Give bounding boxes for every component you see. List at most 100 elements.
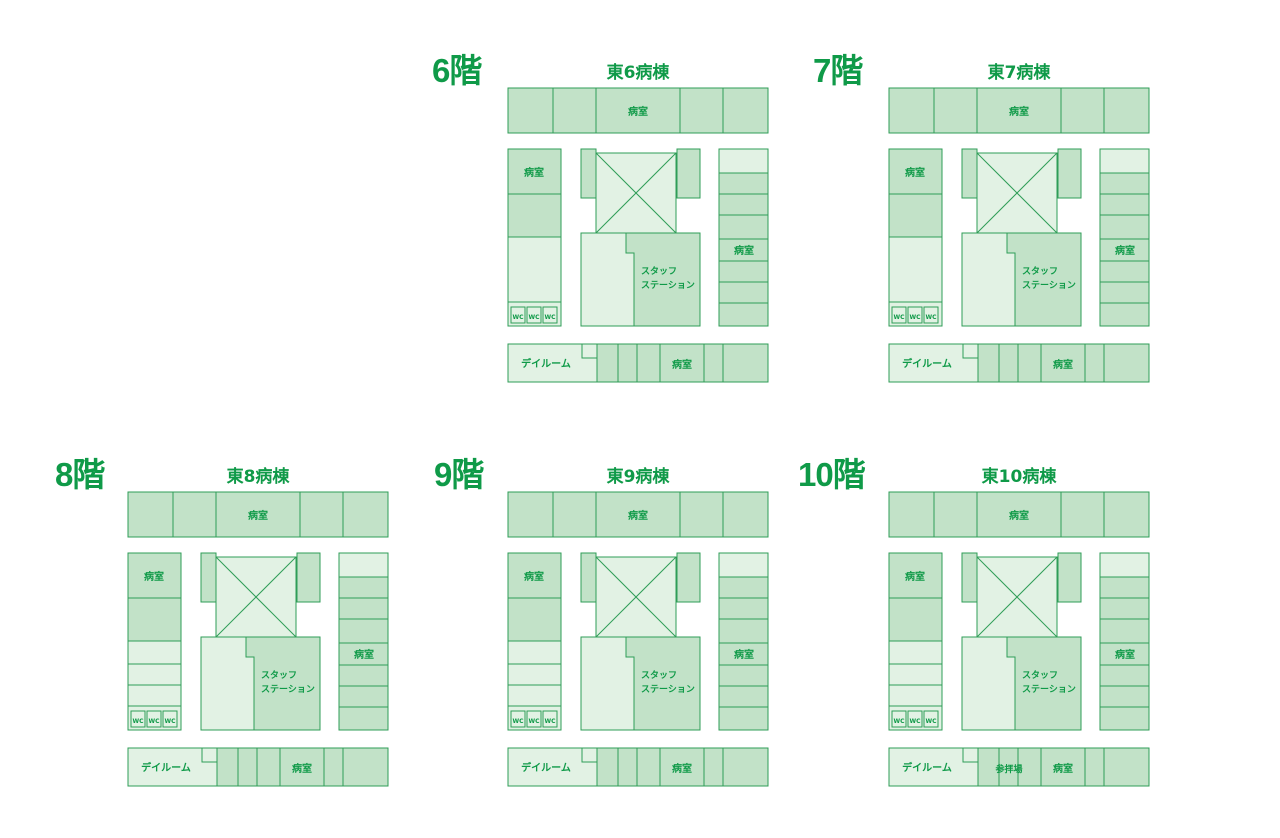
room	[636, 343, 661, 383]
staff-station-label: ステーション	[1022, 280, 1076, 291]
room	[596, 343, 619, 383]
void-cross	[976, 556, 1058, 638]
room	[888, 663, 943, 686]
patient-room	[976, 87, 1062, 134]
room	[888, 684, 943, 707]
patient-room	[888, 148, 943, 195]
toilet-label: WC	[909, 718, 921, 725]
ward-title: 東7病棟	[987, 63, 1051, 83]
staff-station-label: スタッフ	[641, 669, 677, 681]
toilet-icon	[146, 710, 162, 728]
patient-room-label: 病室	[524, 166, 544, 179]
patient-room	[1099, 214, 1150, 240]
room	[596, 747, 619, 787]
toilet-icon	[907, 710, 923, 728]
patient-room	[718, 260, 769, 283]
patient-room	[722, 491, 769, 538]
patient-room-label: 病室	[672, 358, 692, 371]
patient-room-label: 病室	[628, 509, 648, 522]
patient-room	[722, 87, 769, 134]
patient-room	[1060, 87, 1105, 134]
patient-room-label: 病室	[144, 570, 164, 583]
room	[237, 747, 258, 787]
patient-room-label: 病室	[628, 105, 648, 118]
toilet-icon	[526, 306, 542, 324]
room	[617, 747, 638, 787]
toilet-label: WC	[925, 718, 937, 725]
patient-room-label: 病室	[1053, 762, 1073, 775]
stair	[580, 148, 597, 199]
room	[256, 747, 281, 787]
prayer-room-label: 参拝場	[995, 763, 1022, 775]
dayroom-label: デイルーム	[141, 761, 191, 774]
patient-room	[933, 87, 978, 134]
patient-room-label: 病室	[734, 244, 754, 257]
room	[323, 747, 344, 787]
floor-label: 9階	[434, 456, 484, 493]
patient-room	[718, 706, 769, 731]
room	[888, 236, 943, 303]
staff-station-label: スタッフ	[1022, 265, 1058, 277]
staff-station	[625, 232, 701, 327]
room	[1040, 343, 1086, 383]
patient-room	[1103, 87, 1150, 134]
patient-room	[127, 597, 182, 642]
patient-room	[507, 193, 562, 238]
patient-room	[172, 491, 217, 538]
staff-station	[625, 636, 701, 731]
toilet-label: WC	[528, 314, 540, 321]
toilet-icon	[542, 306, 558, 324]
staff-station-label: スタッフ	[261, 669, 297, 681]
patient-room	[679, 491, 724, 538]
toilet-label: WC	[148, 718, 160, 725]
toilet-label: WC	[512, 718, 524, 725]
patient-room-label: 病室	[672, 762, 692, 775]
toilet-label: WC	[528, 718, 540, 725]
patient-room	[888, 193, 943, 238]
room	[1017, 343, 1042, 383]
patient-room-label: 病室	[905, 570, 925, 583]
staff-station-label: スタッフ	[1022, 669, 1058, 681]
patient-room	[1099, 706, 1150, 731]
patient-room	[718, 148, 769, 174]
staff-station	[245, 636, 321, 731]
patient-room	[338, 706, 389, 731]
stair	[676, 148, 701, 199]
patient-room	[1099, 664, 1150, 687]
room	[1040, 747, 1086, 787]
toilet-icon	[526, 710, 542, 728]
room	[342, 747, 389, 787]
staff-station-label: ステーション	[261, 684, 315, 695]
room	[1103, 343, 1150, 383]
toilet-label: WC	[164, 718, 176, 725]
toilet-icon	[923, 710, 939, 728]
room	[507, 684, 562, 707]
staff-station-label: スタッフ	[641, 265, 677, 277]
ward-title: 東9病棟	[606, 467, 670, 487]
toilet-label: WC	[512, 314, 524, 321]
room	[659, 343, 705, 383]
patient-room	[718, 576, 769, 599]
room	[722, 343, 769, 383]
room	[507, 640, 562, 665]
dayroom-label: デイルーム	[902, 761, 952, 774]
void-cross	[215, 556, 297, 638]
patient-room	[215, 491, 301, 538]
toilet-label: WC	[925, 314, 937, 321]
stair	[961, 552, 978, 603]
patient-room-label: 病室	[734, 648, 754, 661]
room	[1103, 747, 1150, 787]
patient-room	[595, 87, 681, 134]
void-cross	[595, 152, 677, 234]
patient-room	[718, 172, 769, 195]
toilet-label: WC	[544, 314, 556, 321]
patient-room	[1099, 685, 1150, 708]
staff-station	[1006, 636, 1082, 731]
patient-room	[507, 491, 554, 538]
patient-room	[933, 491, 978, 538]
room	[998, 343, 1019, 383]
patient-room	[1099, 302, 1150, 327]
toilet-icon	[891, 306, 907, 324]
